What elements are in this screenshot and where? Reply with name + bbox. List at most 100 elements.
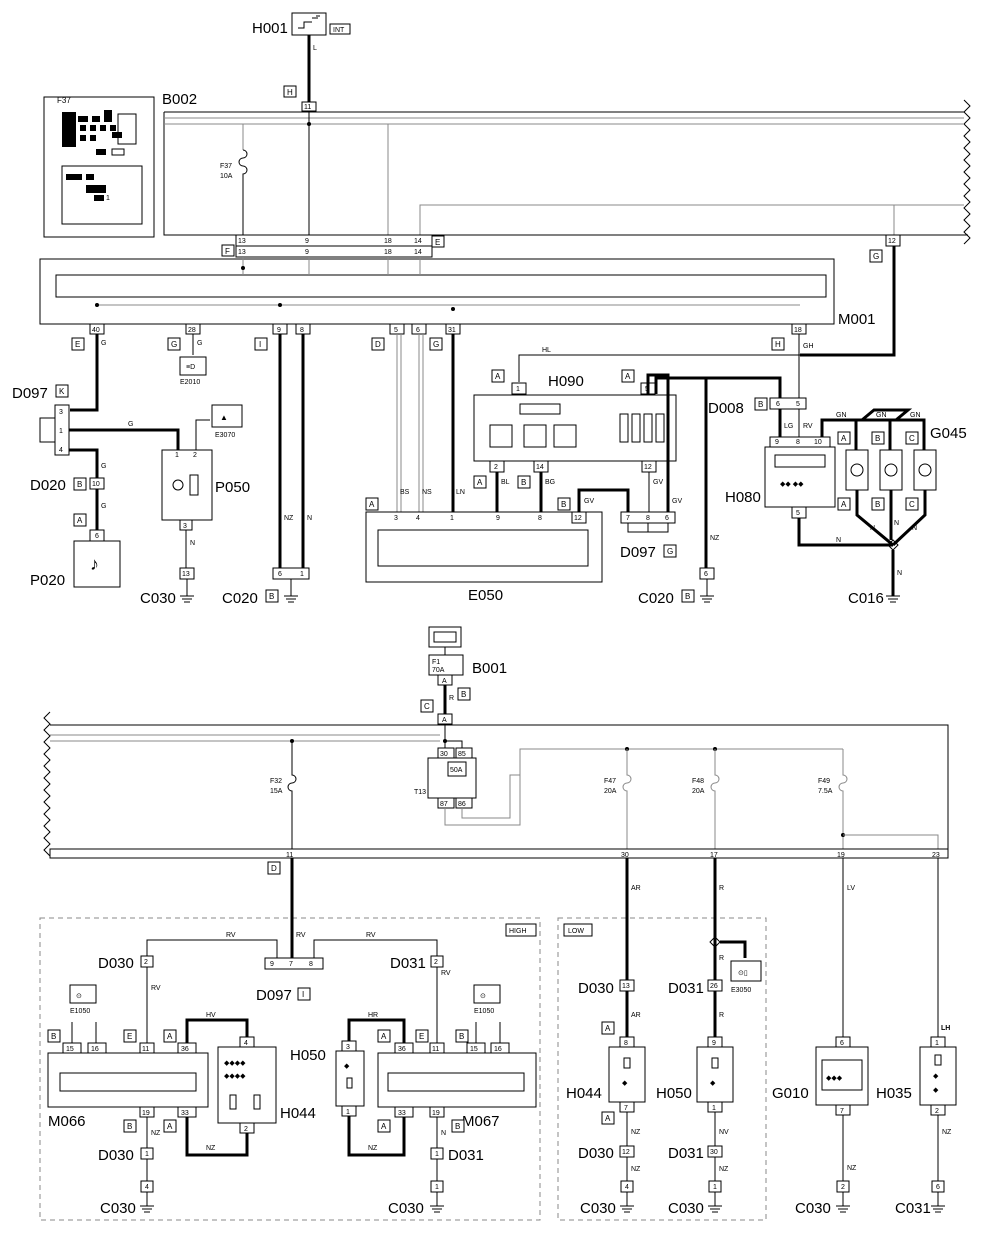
diagram-label: 19 [432,1110,440,1117]
c030-label: C030 [795,1200,831,1217]
diagram-label: 13 [622,983,630,990]
diagram-label: B [875,500,880,509]
diagram-label: 19 [142,1110,150,1117]
wire-color: GN [876,412,887,419]
d097-label: D097 [12,385,48,402]
diagram-label: 1 [935,1040,939,1047]
diagram-label: F48 [692,778,704,785]
diagram-label: A [477,478,483,487]
g010-label: G010 [772,1085,809,1102]
b002-fusebox-inset: F37 1 [43,96,155,238]
wire-color: NZ [206,1145,216,1152]
h050-low-lamp [696,1046,734,1103]
wire-color: GN [836,412,847,419]
m067-module [377,1052,537,1108]
pin-label: 18 [384,249,392,256]
wire-color: RV [151,985,161,992]
diagram-label: 7 [289,961,293,968]
diagram-label: G [171,340,177,349]
diagram-label: 13 [182,571,190,578]
pin-label: 11 [304,104,311,111]
wire-color: R [449,695,454,702]
diagram-label: 4 [244,1040,248,1047]
wire-color: RV [366,932,376,939]
diagram-label: H [775,340,781,349]
p050-label: P050 [215,479,250,496]
d031-label: D031 [668,980,704,997]
diagram-label: 3 [183,523,187,530]
d030-label: D030 [98,955,134,972]
low-beam-indicator-icon [730,960,762,982]
diagram-label: 31 [448,327,456,334]
wire-color: HL [542,347,551,354]
diagram-label: 19 [837,852,845,859]
m067-label: M067 [462,1113,500,1130]
wire-color: BS [400,489,410,496]
oil-icon: ▲ [220,413,228,422]
diagram-label: 4 [145,1184,149,1191]
diagram-label: 20A [692,788,705,795]
d031-label: D031 [390,955,426,972]
diagram-label: 1 [145,1151,149,1158]
diagram-label: B [685,592,690,601]
t13-label: T13 [414,789,426,796]
b002-label: B002 [162,91,197,108]
diagram-label: B [459,1032,464,1041]
diagram-label: E [127,1032,132,1041]
diagram-label: 26 [710,983,718,990]
diagram-label: A [625,372,631,381]
diagram-label: 36 [181,1046,189,1053]
h035-label: H035 [876,1085,912,1102]
diagram-label: B [561,500,566,509]
diagram-label: 14 [536,464,544,471]
diagram-label: E [419,1032,424,1041]
diagram-label: 6 [704,571,708,578]
diagram-label: 8 [796,439,800,446]
h044-label: H044 [566,1085,602,1102]
m066-module [47,1052,209,1108]
wire-color: GV [653,479,663,486]
diagram-label: 85 [458,751,466,758]
diagram-label: 2 [244,1126,248,1133]
wire-color: N [441,1130,446,1137]
h035-lamp [919,1046,957,1106]
diagram-label: HIGH [509,928,527,935]
diagram-label: 7 [840,1108,844,1115]
diagram-label: B [127,1122,132,1131]
diagram-label: F32 [270,778,282,785]
diagram-label: A [381,1122,387,1131]
diagram-label: 23 [932,852,940,859]
diagram-label: 1 [435,1151,439,1158]
diagram-label: 7 [624,1105,628,1112]
diagram-label: 11 [142,1046,149,1053]
conn-tag: E [435,238,440,247]
led-icon: ◆◆ ◆◆ [780,481,804,488]
diagram-label: A [369,500,375,509]
diagram-label: 2 [193,452,197,459]
diagram-label: 8 [300,327,304,334]
c031-label: C031 [895,1200,931,1217]
diagram-label: 12 [622,1149,630,1156]
diagram-label: 1 [450,515,454,522]
wire-color: LN [456,489,465,496]
diagram-label: 70A [432,667,445,674]
svg-text:⊙: ⊙ [480,993,486,1000]
diagram-label: 4 [625,1184,629,1191]
diagram-label: G [433,340,439,349]
diagram-label: C [909,500,915,509]
diagram-label: A [442,678,447,685]
diagram-label: 30 [710,1149,718,1156]
wire-color: GV [584,498,594,505]
h001-switch[interactable]: INT [291,12,351,36]
wire-color: BL [501,479,510,486]
wire-color: NV [719,1129,729,1136]
diagram-label: B [455,1122,460,1131]
wire-color: LH [941,1025,950,1032]
f37-amp: 10A [220,173,233,180]
diagram-label: B [521,478,526,487]
pin-label: 12 [888,238,896,245]
diagram-label: 28 [188,327,196,334]
wire-color: NZ [719,1166,729,1173]
low-beam-group [557,917,767,1221]
